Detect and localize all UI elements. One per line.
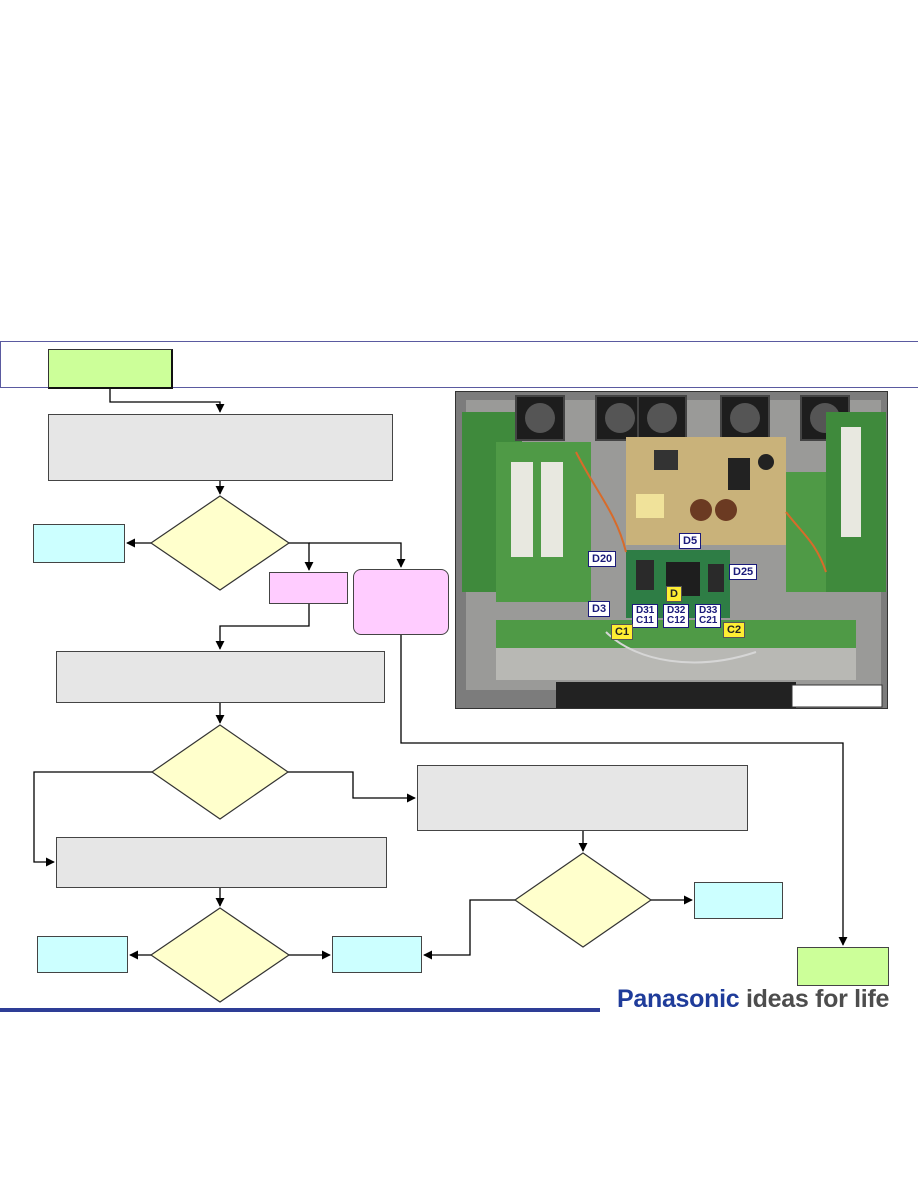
photo-label-d5: D5 (679, 533, 702, 549)
photo-label-d: D (666, 586, 682, 602)
connector-branch2-end (400, 635, 848, 946)
result-box-2 (694, 882, 783, 919)
process-box-3 (417, 765, 748, 831)
photo-label-d3: D3 (588, 601, 611, 617)
title-bar (0, 341, 918, 388)
connector-start-process1 (109, 389, 225, 413)
connector-decision2-process3 (288, 771, 416, 803)
photo-label-d33-c21: D33 C21 (695, 604, 722, 628)
decision-1 (149, 495, 291, 591)
pcb-photo: D5 D20 D25 D D3 D31 C11 D32 C12 D33 C21 … (455, 391, 888, 709)
photo-label-d31-c11: D31 C11 (632, 604, 659, 628)
connector-decision2-process4 (33, 771, 152, 867)
result-box-3 (37, 936, 128, 973)
pcb-illustration (456, 392, 887, 708)
process-box-1 (48, 414, 393, 481)
connector-decision1-branch1 (289, 542, 314, 571)
photo-label-c1: C1 (611, 624, 634, 640)
decision-3 (513, 852, 653, 948)
branch-box-2 (353, 569, 449, 635)
photo-label-c2: C2 (723, 622, 746, 638)
process-box-2 (56, 651, 385, 703)
photo-label-d25: D25 (729, 564, 758, 580)
end-box (797, 947, 889, 986)
result-box-1 (33, 524, 125, 563)
decision-4 (149, 907, 291, 1003)
photo-label-d20: D20 (588, 551, 617, 567)
start-box (48, 349, 173, 389)
decision-2 (150, 724, 290, 820)
branch-box-1 (269, 572, 348, 604)
connector-decision3-result4 (423, 899, 515, 960)
photo-label-d32-c12: D32 C12 (663, 604, 690, 628)
process-box-4 (56, 837, 387, 888)
brand-tagline: ideas for life (746, 985, 890, 1013)
footer-rule (0, 1008, 600, 1012)
result-box-4 (332, 936, 422, 973)
brand-name: Panasonic (617, 985, 740, 1013)
connector-decision1-branch2 (309, 542, 406, 568)
brand-logo: Panasonic ideas for life (617, 985, 918, 1015)
connector-branch1-process2 (215, 604, 310, 650)
